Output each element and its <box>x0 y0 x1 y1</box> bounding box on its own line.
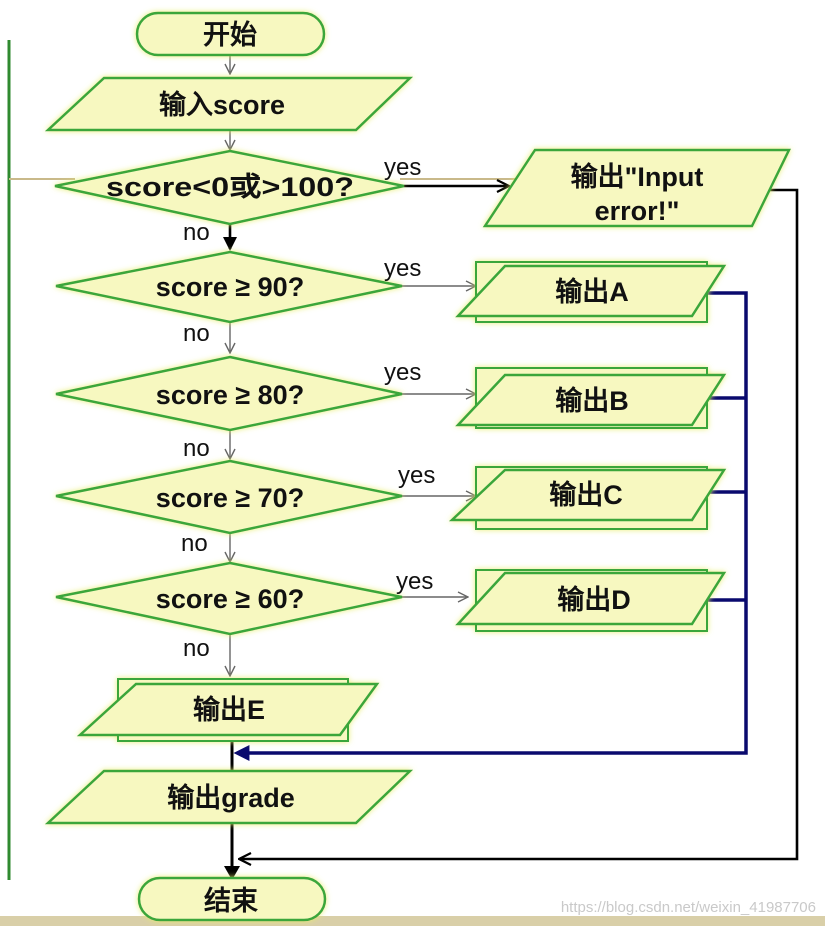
output-grade-label: 输出grade <box>167 782 295 813</box>
no-label-range: no <box>183 219 210 246</box>
output-grade-shape <box>44 769 414 825</box>
output-e-label: 输出E <box>193 694 265 725</box>
output-error-label-line2: error!" <box>595 196 680 226</box>
check-60-decision <box>55 561 403 636</box>
check-70-label: score ≥ 70? <box>156 483 304 513</box>
end-label: 结束 <box>204 886 258 916</box>
yes-label-70: yes <box>398 462 435 489</box>
no-label-80: no <box>183 435 210 462</box>
check-90-decision <box>55 250 403 324</box>
range-check-decision <box>54 149 405 226</box>
output-e-shape <box>76 682 380 737</box>
output-error-label-line1: 输出"Input <box>571 161 704 192</box>
merge-line <box>233 291 748 761</box>
output-error-shape <box>482 148 791 228</box>
watermark: https://blog.csdn.net/weixin_41987706 <box>561 899 816 916</box>
check-60-label: score ≥ 60? <box>156 584 304 614</box>
check-90-label: score ≥ 90? <box>156 272 304 302</box>
check-80-label: score ≥ 80? <box>156 380 304 410</box>
no-label-70: no <box>181 530 208 557</box>
output-c-shape <box>448 468 727 522</box>
end-arrowhead <box>224 866 240 880</box>
output-b-shape <box>455 373 727 427</box>
ground-strip <box>0 916 825 926</box>
start-terminal <box>135 11 326 57</box>
edge-error-to-end <box>240 188 799 859</box>
yes-label-90: yes <box>384 255 421 282</box>
start-label: 开始 <box>203 19 257 50</box>
no-label-60: no <box>183 635 210 662</box>
output-a-label: 输出A <box>555 276 629 307</box>
no-label-90: no <box>183 320 210 347</box>
yes-label-80: yes <box>384 359 421 386</box>
input-score-shape <box>44 76 414 132</box>
yes-label-range: yes <box>384 154 421 181</box>
output-a-shape <box>455 264 727 318</box>
output-c-label: 输出C <box>549 479 623 510</box>
output-d-shape <box>455 571 727 626</box>
end-terminal <box>137 876 327 922</box>
range-check-label: score<0或>100? <box>106 172 354 202</box>
input-score-label: 输入score <box>159 89 285 120</box>
check-80-decision <box>55 355 403 432</box>
output-b-label: 输出B <box>555 385 629 416</box>
output-d-label: 输出D <box>557 584 631 615</box>
yes-label-60: yes <box>396 568 433 595</box>
check-70-decision <box>55 459 403 535</box>
